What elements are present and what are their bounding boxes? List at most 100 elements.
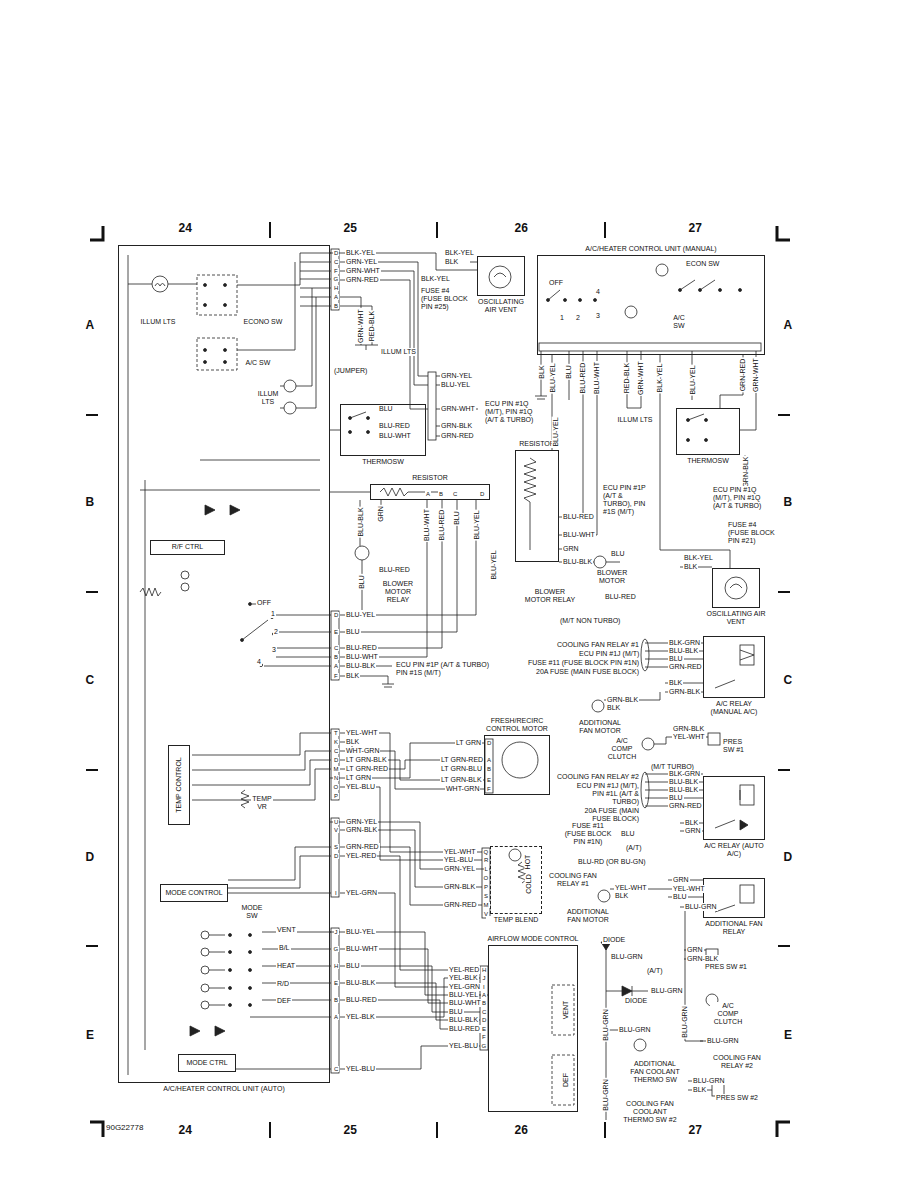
pin-letter: H: [481, 967, 487, 974]
wire-label: BLU-BLK: [345, 979, 376, 987]
wire-label: BLU-RED: [438, 509, 446, 542]
motor-symbol: [598, 890, 610, 902]
registration-mark: [777, 226, 790, 240]
wire-label: YEL-RED: [448, 966, 480, 974]
wire: [340, 733, 482, 852]
relay-symbol: [494, 273, 742, 588]
wire-label: A/C COMP CLUTCH: [710, 1002, 746, 1026]
wire-label: DEF: [562, 1072, 570, 1088]
wire-label: ECU PIN #1J (M/T): [578, 650, 640, 658]
wire-label: BLU: [378, 405, 394, 413]
wire-label: BLU-GRN: [610, 953, 644, 961]
wire-label: ECON SW: [685, 260, 720, 268]
component-label: R/F CTRL: [171, 543, 205, 551]
lamp-symbol: [152, 276, 168, 292]
wire: [340, 856, 480, 970]
wire: [128, 253, 756, 1120]
switch-symbol: [249, 603, 252, 606]
wire-label: ILLUM LTS: [617, 416, 654, 424]
wire-label: GRN: [672, 876, 690, 884]
registration-mark: [90, 226, 103, 240]
switch-symbol: [229, 1004, 232, 1007]
wire-label: BLK: [684, 819, 699, 827]
switch-symbol: [229, 934, 232, 937]
wire-label: B/L: [278, 944, 291, 952]
wire-label: VENT: [562, 1000, 570, 1021]
wire-label: OFF: [256, 599, 272, 607]
wire: [192, 733, 331, 800]
switch-symbol: [197, 275, 237, 315]
wire-label: (A/T): [625, 844, 643, 852]
component-box: TEMP CONTROL: [168, 745, 190, 825]
switch-symbol: [204, 284, 207, 287]
wire-label: BLU: [610, 550, 626, 558]
wire-label: BLK: [614, 892, 629, 900]
component-label: RESISTOR: [400, 474, 460, 482]
motor-symbol: [592, 700, 604, 712]
pin-letter: D: [481, 1017, 487, 1024]
wire-label: BLU-WHT: [345, 945, 379, 953]
wire-label: WHT-GRN: [445, 785, 480, 793]
connector-strip: [331, 249, 339, 310]
wire-label: BLU: [453, 510, 461, 526]
wire-label: BLU-WHT: [448, 999, 482, 1007]
wire-label: BLU-YEL: [688, 364, 696, 395]
component-label: FRESH/RECIRC CONTROL MOTOR: [482, 717, 552, 733]
wire-label: BLU-GRN: [650, 987, 684, 995]
wire-label: GRN-YEL: [345, 258, 378, 266]
wire-label: OFF: [548, 279, 564, 287]
component-box: MODE CONTROL: [160, 884, 228, 902]
wire-label: VENT: [276, 926, 297, 934]
wire-label: BLK-YEL: [444, 249, 475, 257]
wire-label: BLU-BLK: [562, 558, 593, 566]
registration-mark: [90, 226, 790, 1137]
wire-label: YEL-BLU: [345, 783, 376, 791]
motor-symbol: [594, 556, 606, 568]
wire-label: ECU PIN #1J (M/T), PIN #1L (A/T & TURBO): [574, 782, 640, 806]
wire-label: BLU-YEL: [345, 928, 376, 936]
pin-letter: H: [333, 285, 339, 292]
pin-letter: N: [333, 775, 339, 782]
wire-label: BLU-YEL: [345, 611, 376, 619]
wire-label: FUSE #4 (FUSE BLOCK PIN #21): [727, 521, 777, 545]
pin-letter: O: [333, 784, 340, 791]
wire: [470, 262, 477, 263]
pin-letter: E: [333, 980, 339, 987]
wire-label: BLU: [358, 574, 366, 590]
switch-symbol: [224, 304, 227, 307]
wire-label: BLK-GRN: [668, 770, 701, 778]
wire-label: BLU: [565, 364, 573, 380]
wire: [340, 500, 476, 657]
wire-label: BLU-YEL: [551, 416, 559, 447]
grid-reference: C: [783, 674, 794, 688]
pin-letter: C: [333, 259, 339, 266]
component-label: A/C RELAY (AUTO A/C): [699, 842, 769, 858]
wire-label: BLU: [448, 1008, 464, 1016]
switch-symbol: [594, 299, 597, 302]
wire-label: ILLUM LTS: [255, 390, 281, 406]
wire-label: BLU-YEL: [548, 362, 556, 393]
relay-symbol: [641, 639, 649, 671]
wire-label: GRN: [562, 545, 580, 553]
wire: [128, 253, 300, 350]
motor-symbol: [355, 266, 747, 1051]
wire-label: LT GRN: [455, 739, 482, 747]
pin-letter: A: [425, 491, 431, 498]
pin-letter: D: [333, 853, 339, 860]
wire-label: BLK-YEL: [683, 554, 714, 562]
lamp-symbol: [201, 931, 209, 939]
switch-symbol: [249, 1004, 252, 1007]
wire-label: COLD: [524, 873, 532, 894]
wire-label: YEL-WHT: [614, 884, 648, 892]
lamp-symbol: [201, 966, 209, 974]
wire-label: GRN-BLK: [686, 955, 719, 963]
wire-label: BLU-WHT: [593, 361, 601, 395]
relay-symbol: [708, 733, 720, 745]
wire-label: GRN-RED: [440, 432, 475, 440]
wire: [340, 893, 480, 987]
wire-label: COOLING FAN COOLANT THERMO SW #2: [620, 1100, 680, 1124]
wire-label: BLK: [692, 1086, 707, 1094]
pin-letter: G: [333, 946, 340, 953]
pin-letter: B: [481, 1000, 487, 1007]
